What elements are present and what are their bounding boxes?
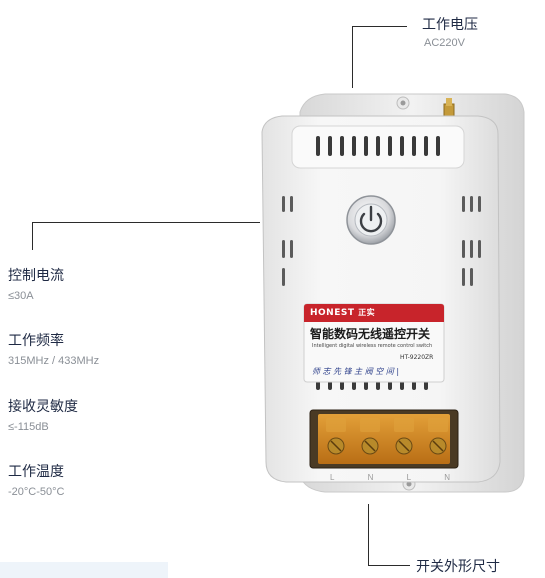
product-subtitle: Intelligent digital wireless remote cont… [312, 343, 433, 349]
current-callout-line [32, 222, 260, 223]
terminal-label: N [444, 473, 450, 482]
power-button [346, 195, 396, 245]
dimensions-callout-line [368, 565, 410, 566]
dimensions-title: 开关外形尺寸 [416, 559, 500, 575]
current-title: 控制电流 [8, 268, 64, 284]
voltage-callout-line [352, 26, 407, 27]
brand-name: HONEST [310, 308, 355, 318]
terminal-label: L [406, 473, 412, 482]
current-value: ≤30A [8, 290, 34, 302]
temperature-title: 工作温度 [8, 464, 64, 480]
sensitivity-value: ≤-115dB [8, 421, 49, 433]
brand-logo: HONEST 正实 [310, 307, 375, 318]
terminal-labels: L N L N [330, 473, 450, 482]
temperature-value: -20°C-50°C [8, 486, 65, 498]
voltage-title: 工作电压 [422, 17, 478, 33]
sensitivity-title: 接收灵敏度 [8, 399, 78, 415]
frequency-value: 315MHz / 433MHz [8, 355, 100, 367]
dimensions-callout-line [368, 504, 369, 566]
brand-name-cn: 正实 [358, 308, 376, 317]
product-label-panel [303, 303, 445, 383]
handwritten-note: 师 志 先 锋 主 阀 空 间 | [312, 367, 400, 376]
terminal-label: N [367, 473, 374, 482]
power-icon [359, 212, 383, 233]
terminal-block [309, 409, 459, 469]
voltage-callout-line [352, 26, 353, 88]
current-callout-line [32, 222, 33, 250]
main-housing [261, 115, 501, 483]
model-number: HT-9220ZR [400, 354, 434, 361]
voltage-value: AC220V [424, 37, 465, 49]
frequency-title: 工作频率 [8, 333, 64, 349]
product-title: 智能数码无线遥控开关 [310, 327, 431, 341]
decorative-strip [0, 562, 168, 578]
terminal-label: L [330, 473, 335, 482]
